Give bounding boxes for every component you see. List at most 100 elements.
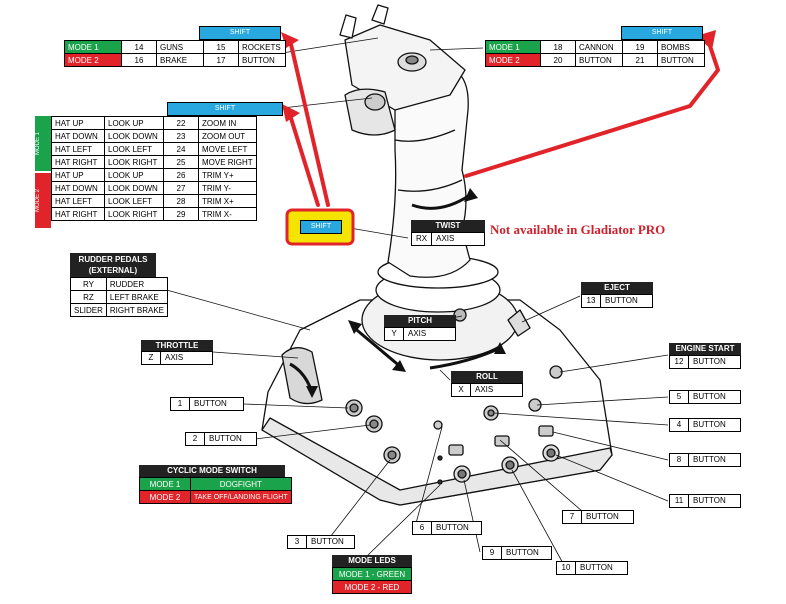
table-row: MODE 1 14 GUNS 15 ROCKETS (64, 40, 286, 54)
mode2-side-label: MODE 2 (35, 173, 51, 228)
axis-func: LEFT BRAKE (105, 290, 169, 304)
button-action: GUNS (156, 40, 204, 54)
mode-cell: MODE 1 (485, 40, 541, 54)
axis-code: Z (142, 352, 161, 364)
hat-direction: HAT DOWN (51, 129, 105, 143)
button-func: BUTTON (506, 548, 539, 557)
eject-title: EJECT (581, 282, 653, 294)
button-action: ROCKETS (238, 40, 286, 54)
button-action: BRAKE (156, 53, 204, 67)
led-mode: MODE 1 - GREEN (332, 567, 412, 581)
shift-action: TRIM X- (198, 207, 257, 221)
hat-action: LOOK LEFT (104, 194, 164, 208)
button-number: 6 (413, 522, 432, 534)
button-number: 17 (203, 53, 239, 67)
button-number: 12 (670, 356, 689, 368)
button-func: BUTTON (209, 434, 242, 443)
button-number: 28 (163, 194, 199, 208)
twist-title: TWIST (411, 220, 485, 232)
throttle-title: THROTTLE (141, 340, 213, 352)
button-action: BOMBS (657, 40, 705, 54)
button-func: BUTTON (605, 296, 638, 305)
button-number: 25 (163, 155, 199, 169)
button-number: 7 (563, 511, 582, 523)
button-number: 19 (622, 40, 658, 54)
button-number: 18 (540, 40, 576, 54)
button-number: 15 (203, 40, 239, 54)
button-number: 24 (163, 142, 199, 156)
axis-func: AXIS (475, 385, 494, 394)
mode-cell: MODE 2 (64, 53, 122, 67)
button-number: 16 (121, 53, 157, 67)
button-number: 20 (540, 53, 576, 67)
shift-action: TRIM Y- (198, 181, 257, 195)
hat-direction: HAT RIGHT (51, 207, 105, 221)
mode-leds-title: MODE LEDS (332, 555, 412, 567)
hat-action: LOOK RIGHT (104, 207, 164, 221)
table-row: MODE 1 18 CANNON 19 BOMBS (485, 40, 705, 54)
button-11-label: 11 BUTTON (669, 494, 741, 508)
shift-action: ZOOM IN (198, 116, 257, 130)
rudder-title-line1: RUDDER PEDALS (78, 255, 148, 264)
roll-label: X AXIS (451, 383, 523, 397)
button-number: 11 (670, 495, 689, 507)
button-number: 26 (163, 168, 199, 182)
button-func: BUTTON (693, 496, 726, 505)
hat-action: LOOK RIGHT (104, 155, 164, 169)
led-mode: MODE 2 - RED (332, 580, 412, 594)
button-number: 21 (622, 53, 658, 67)
eject-label: 13 BUTTON (581, 294, 653, 308)
button-action: BUTTON (575, 53, 623, 67)
button-number: 14 (121, 40, 157, 54)
shift-action: TRIM X+ (198, 194, 257, 208)
axis-code: Y (385, 328, 404, 340)
button-number: 13 (582, 295, 601, 307)
rudder-title: RUDDER PEDALS (EXTERNAL) (70, 253, 156, 278)
roll-title: ROLL (451, 371, 523, 383)
button-action: BUTTON (657, 53, 705, 67)
hat-action: LOOK UP (104, 168, 164, 182)
button-action: CANNON (575, 40, 623, 54)
button-action: BUTTON (238, 53, 286, 67)
table-row: MODE 2 - RED (332, 580, 412, 594)
hat-direction: HAT RIGHT (51, 155, 105, 169)
shift-action: MOVE LEFT (198, 142, 257, 156)
axis-code: X (452, 384, 471, 396)
button-number: 3 (288, 536, 307, 548)
button-func: BUTTON (580, 563, 613, 572)
hat-direction: HAT LEFT (51, 194, 105, 208)
shift-header: SHIFT (621, 26, 703, 40)
shift-button-label: SHIFT (300, 220, 342, 234)
axis-code: RZ (70, 290, 107, 304)
shift-header: SHIFT (167, 102, 283, 116)
button-6-label: 6 BUTTON (412, 521, 482, 535)
rudder-title-line2: (EXTERNAL) (88, 266, 138, 275)
button-number: 23 (163, 129, 199, 143)
mode-cell: MODE 1 (64, 40, 122, 54)
mode-cell: MODE 2 (139, 490, 191, 504)
button-func: BUTTON (194, 399, 227, 408)
shift-action: ZOOM OUT (198, 129, 257, 143)
button-func: BUTTON (436, 523, 469, 532)
axis-code: RX (412, 233, 433, 245)
